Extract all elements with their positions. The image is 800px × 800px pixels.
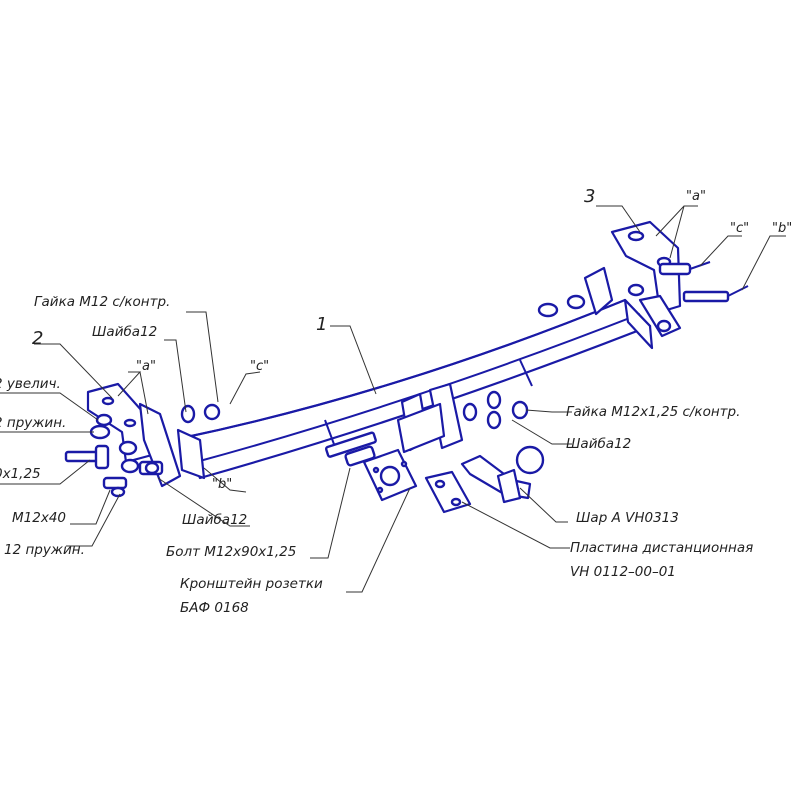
leader-lines bbox=[0, 205, 786, 593]
left-bracket bbox=[86, 382, 206, 488]
label-bolt-m12x90: Болт М12х90х1,25 bbox=[166, 544, 296, 560]
label-spacer-plate-code: VH 0112–00–01 bbox=[570, 564, 676, 580]
right-nuts bbox=[462, 390, 529, 430]
label-m12x40: М12х40 bbox=[12, 510, 66, 526]
label-spacer-plate-name: Пластина дистанционная bbox=[570, 540, 753, 556]
spacer-plate bbox=[424, 470, 472, 514]
label-socket-bracket-code: БАФ 0168 bbox=[180, 600, 249, 616]
marker-c-right: "c" bbox=[730, 221, 749, 236]
label-nut-m12: Гайка М12 с/контр. bbox=[34, 294, 170, 310]
socket-bracket bbox=[362, 448, 418, 502]
marker-a-right: "a" bbox=[686, 189, 706, 204]
label-nut-m12x125: Гайка М12х1,25 с/контр. bbox=[566, 404, 740, 420]
part-number-1: 1 bbox=[316, 314, 327, 335]
label-washer-bottom: Шайба12 bbox=[182, 512, 247, 528]
marker-c-left: "c" bbox=[250, 359, 269, 374]
label-washer-left: Шайба12 bbox=[92, 324, 157, 340]
right-bracket bbox=[583, 220, 682, 338]
label-bolt-x125: 0x1,25 bbox=[0, 466, 41, 482]
marker-b-right: "b" bbox=[772, 221, 792, 236]
labels: 1 2 3 "a" "c" "b" "a" "c" "b" Гайка М12 … bbox=[0, 186, 792, 616]
left-fasteners bbox=[64, 403, 221, 498]
label-pruzhin12: 12 пружин. bbox=[4, 542, 85, 558]
label-washer-right: Шайба12 bbox=[566, 436, 631, 452]
right-fasteners bbox=[537, 261, 749, 333]
label-uvelich: 2 увелич. bbox=[0, 376, 61, 392]
label-pruzhin: 2 пружин. bbox=[0, 415, 66, 431]
marker-b-left: "b" bbox=[212, 477, 232, 492]
center-mount bbox=[324, 382, 464, 467]
main-crossbeam bbox=[180, 298, 654, 480]
marker-a-left: "a" bbox=[136, 359, 156, 374]
label-socket-bracket-name: Кронштейн розетки bbox=[180, 576, 323, 592]
part-number-2: 2 bbox=[32, 328, 43, 349]
tow-ball bbox=[460, 445, 545, 504]
part-number-3: 3 bbox=[584, 186, 595, 207]
label-tow-ball: Шар А VH0313 bbox=[576, 510, 679, 526]
